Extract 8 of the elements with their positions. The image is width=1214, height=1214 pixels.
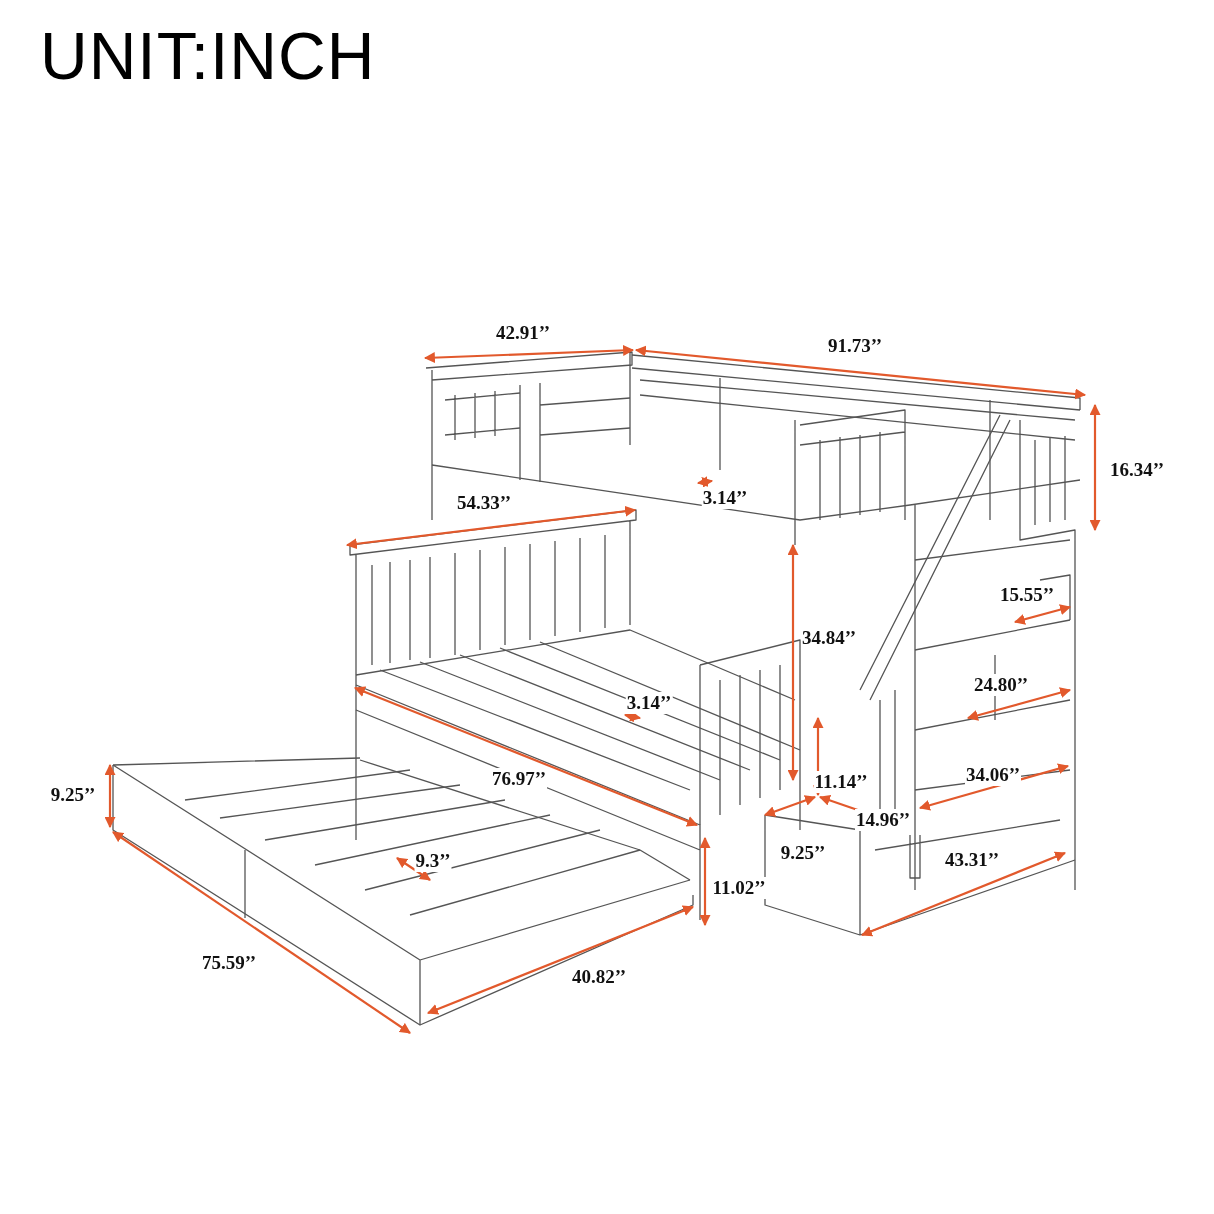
dimension-label: 3.14’’ <box>625 692 673 714</box>
dimension-label: 11.02’’ <box>711 877 767 899</box>
page-title: UNIT:INCH <box>40 18 376 94</box>
dimension-label: 24.80’’ <box>973 674 1029 696</box>
dimension-label: 14.96’’ <box>855 809 911 831</box>
dimension-label: 76.97’’ <box>491 768 547 790</box>
dimension-label: 11.14’’ <box>813 771 869 793</box>
dimension-label: 3.14’’ <box>701 487 749 509</box>
